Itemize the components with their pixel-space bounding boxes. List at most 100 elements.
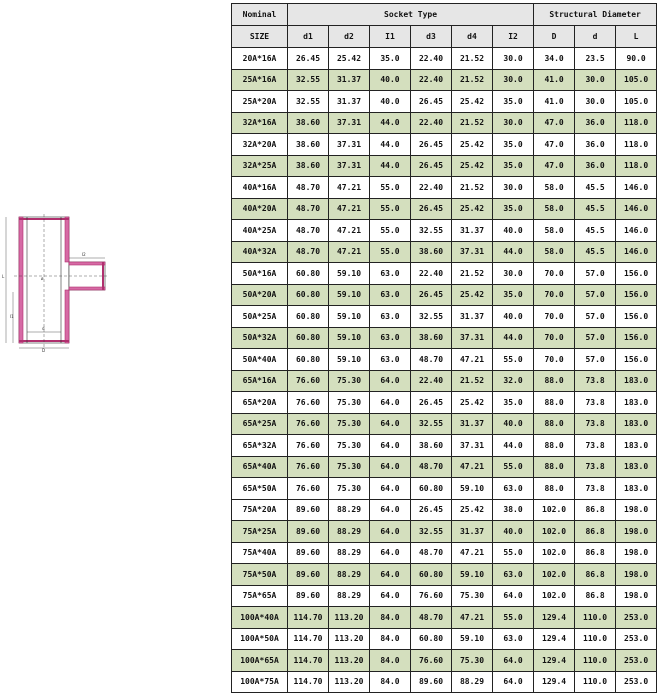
table-cell-l: 183.0 bbox=[615, 391, 657, 414]
table-cell-d1: 114.70 bbox=[287, 606, 329, 629]
table-cell-d3: 32.55 bbox=[410, 412, 452, 435]
table-cell-d1: 60.80 bbox=[287, 326, 329, 349]
table-cell-d1: 89.60 bbox=[287, 584, 329, 607]
table-cell-d3: 26.45 bbox=[410, 90, 452, 113]
table-cell-d1: 26.45 bbox=[287, 47, 329, 70]
table-cell-d3: 26.45 bbox=[410, 197, 452, 220]
table-cell-i2: 64.0 bbox=[491, 670, 535, 693]
table-cell-d2: 47.21 bbox=[328, 240, 370, 263]
table-cell-d3: 38.60 bbox=[410, 434, 452, 457]
table-cell-d2: 75.30 bbox=[328, 391, 370, 414]
table-cell-d4: 59.10 bbox=[451, 477, 493, 500]
table-cell-d4: 31.37 bbox=[451, 219, 493, 242]
table-cell-i2: 55.0 bbox=[491, 348, 535, 371]
table-cell-size: 75A*25A bbox=[231, 520, 288, 543]
table-cell-i1: 55.0 bbox=[369, 240, 411, 263]
table-cell-l: 156.0 bbox=[615, 262, 657, 285]
table-cell-i2: 40.0 bbox=[491, 520, 535, 543]
table-cell-d: 88.0 bbox=[533, 412, 576, 435]
table-cell-d: 86.8 bbox=[574, 498, 617, 521]
dim-L-label: L bbox=[2, 274, 5, 279]
table-cell-d1: 114.70 bbox=[287, 670, 329, 693]
table-cell-i2: 35.0 bbox=[491, 391, 535, 414]
table-cell-l: 146.0 bbox=[615, 176, 657, 199]
table-cell-i1: 40.0 bbox=[369, 68, 411, 91]
column-header: d3 bbox=[410, 25, 452, 48]
table-cell-d: 110.0 bbox=[574, 670, 617, 693]
table-cell-i2: 30.0 bbox=[491, 68, 535, 91]
table-cell-l: 156.0 bbox=[615, 305, 657, 328]
table-cell-d4: 31.37 bbox=[451, 305, 493, 328]
table-cell-d: 57.0 bbox=[574, 348, 617, 371]
table-cell-d: 86.8 bbox=[574, 541, 617, 564]
table-cell-d2: 47.21 bbox=[328, 219, 370, 242]
table-cell-d: 70.0 bbox=[533, 262, 576, 285]
table-cell-d: 129.4 bbox=[533, 606, 576, 629]
table-cell-d1: 89.60 bbox=[287, 563, 329, 586]
table-cell-d: 34.0 bbox=[533, 47, 576, 70]
table-cell-d: 110.0 bbox=[574, 606, 617, 629]
table-cell-d: 102.0 bbox=[533, 584, 576, 607]
table-cell-size: 75A*65A bbox=[231, 584, 288, 607]
table-cell-d1: 114.70 bbox=[287, 627, 329, 650]
table-cell-d2: 113.20 bbox=[328, 649, 370, 672]
table-cell-l: 156.0 bbox=[615, 283, 657, 306]
table-cell-i2: 63.0 bbox=[491, 563, 535, 586]
table-cell-i2: 38.0 bbox=[491, 498, 535, 521]
table-cell-d2: 88.29 bbox=[328, 563, 370, 586]
table-cell-d3: 22.40 bbox=[410, 111, 452, 134]
table-cell-l: 146.0 bbox=[615, 240, 657, 263]
table-cell-d3: 26.45 bbox=[410, 498, 452, 521]
table-cell-i1: 40.0 bbox=[369, 90, 411, 113]
table-cell-i2: 35.0 bbox=[491, 90, 535, 113]
table-cell-d1: 89.60 bbox=[287, 498, 329, 521]
table-cell-d: 70.0 bbox=[533, 348, 576, 371]
table-cell-i1: 64.0 bbox=[369, 391, 411, 414]
table-cell-l: 183.0 bbox=[615, 412, 657, 435]
table-cell-i2: 64.0 bbox=[491, 649, 535, 672]
table-cell-d4: 47.21 bbox=[451, 348, 493, 371]
table-cell-d: 58.0 bbox=[533, 219, 576, 242]
table-cell-i1: 84.0 bbox=[369, 649, 411, 672]
table-cell-d: 73.8 bbox=[574, 369, 617, 392]
table-cell-d: 73.8 bbox=[574, 477, 617, 500]
table-cell-size: 75A*20A bbox=[231, 498, 288, 521]
table-cell-i1: 63.0 bbox=[369, 326, 411, 349]
column-header: SIZE bbox=[231, 25, 288, 48]
table-cell-size: 65A*40A bbox=[231, 455, 288, 478]
table-cell-l: 156.0 bbox=[615, 326, 657, 349]
table-cell-d1: 48.70 bbox=[287, 240, 329, 263]
table-cell-d1: 48.70 bbox=[287, 219, 329, 242]
table-cell-d4: 25.42 bbox=[451, 283, 493, 306]
table-cell-d4: 21.52 bbox=[451, 111, 493, 134]
table-cell-d2: 75.30 bbox=[328, 412, 370, 435]
table-cell-d: 73.8 bbox=[574, 434, 617, 457]
table-cell-d2: 31.37 bbox=[328, 90, 370, 113]
table-cell-i2: 40.0 bbox=[491, 219, 535, 242]
table-cell-d2: 113.20 bbox=[328, 627, 370, 650]
table-cell-d4: 21.52 bbox=[451, 68, 493, 91]
table-cell-i2: 44.0 bbox=[491, 434, 535, 457]
table-cell-l: 118.0 bbox=[615, 111, 657, 134]
table-cell-d4: 21.52 bbox=[451, 262, 493, 285]
table-cell-d1: 114.70 bbox=[287, 649, 329, 672]
table-cell-l: 198.0 bbox=[615, 563, 657, 586]
table-cell-d: 102.0 bbox=[533, 541, 576, 564]
table-cell-d3: 38.60 bbox=[410, 240, 452, 263]
table-cell-size: 50A*32A bbox=[231, 326, 288, 349]
table-cell-d3: 26.45 bbox=[410, 133, 452, 156]
table-cell-d4: 25.42 bbox=[451, 391, 493, 414]
table-cell-d: 70.0 bbox=[533, 283, 576, 306]
table-cell-size: 65A*16A bbox=[231, 369, 288, 392]
table-cell-d4: 37.31 bbox=[451, 326, 493, 349]
table-cell-size: 25A*20A bbox=[231, 90, 288, 113]
